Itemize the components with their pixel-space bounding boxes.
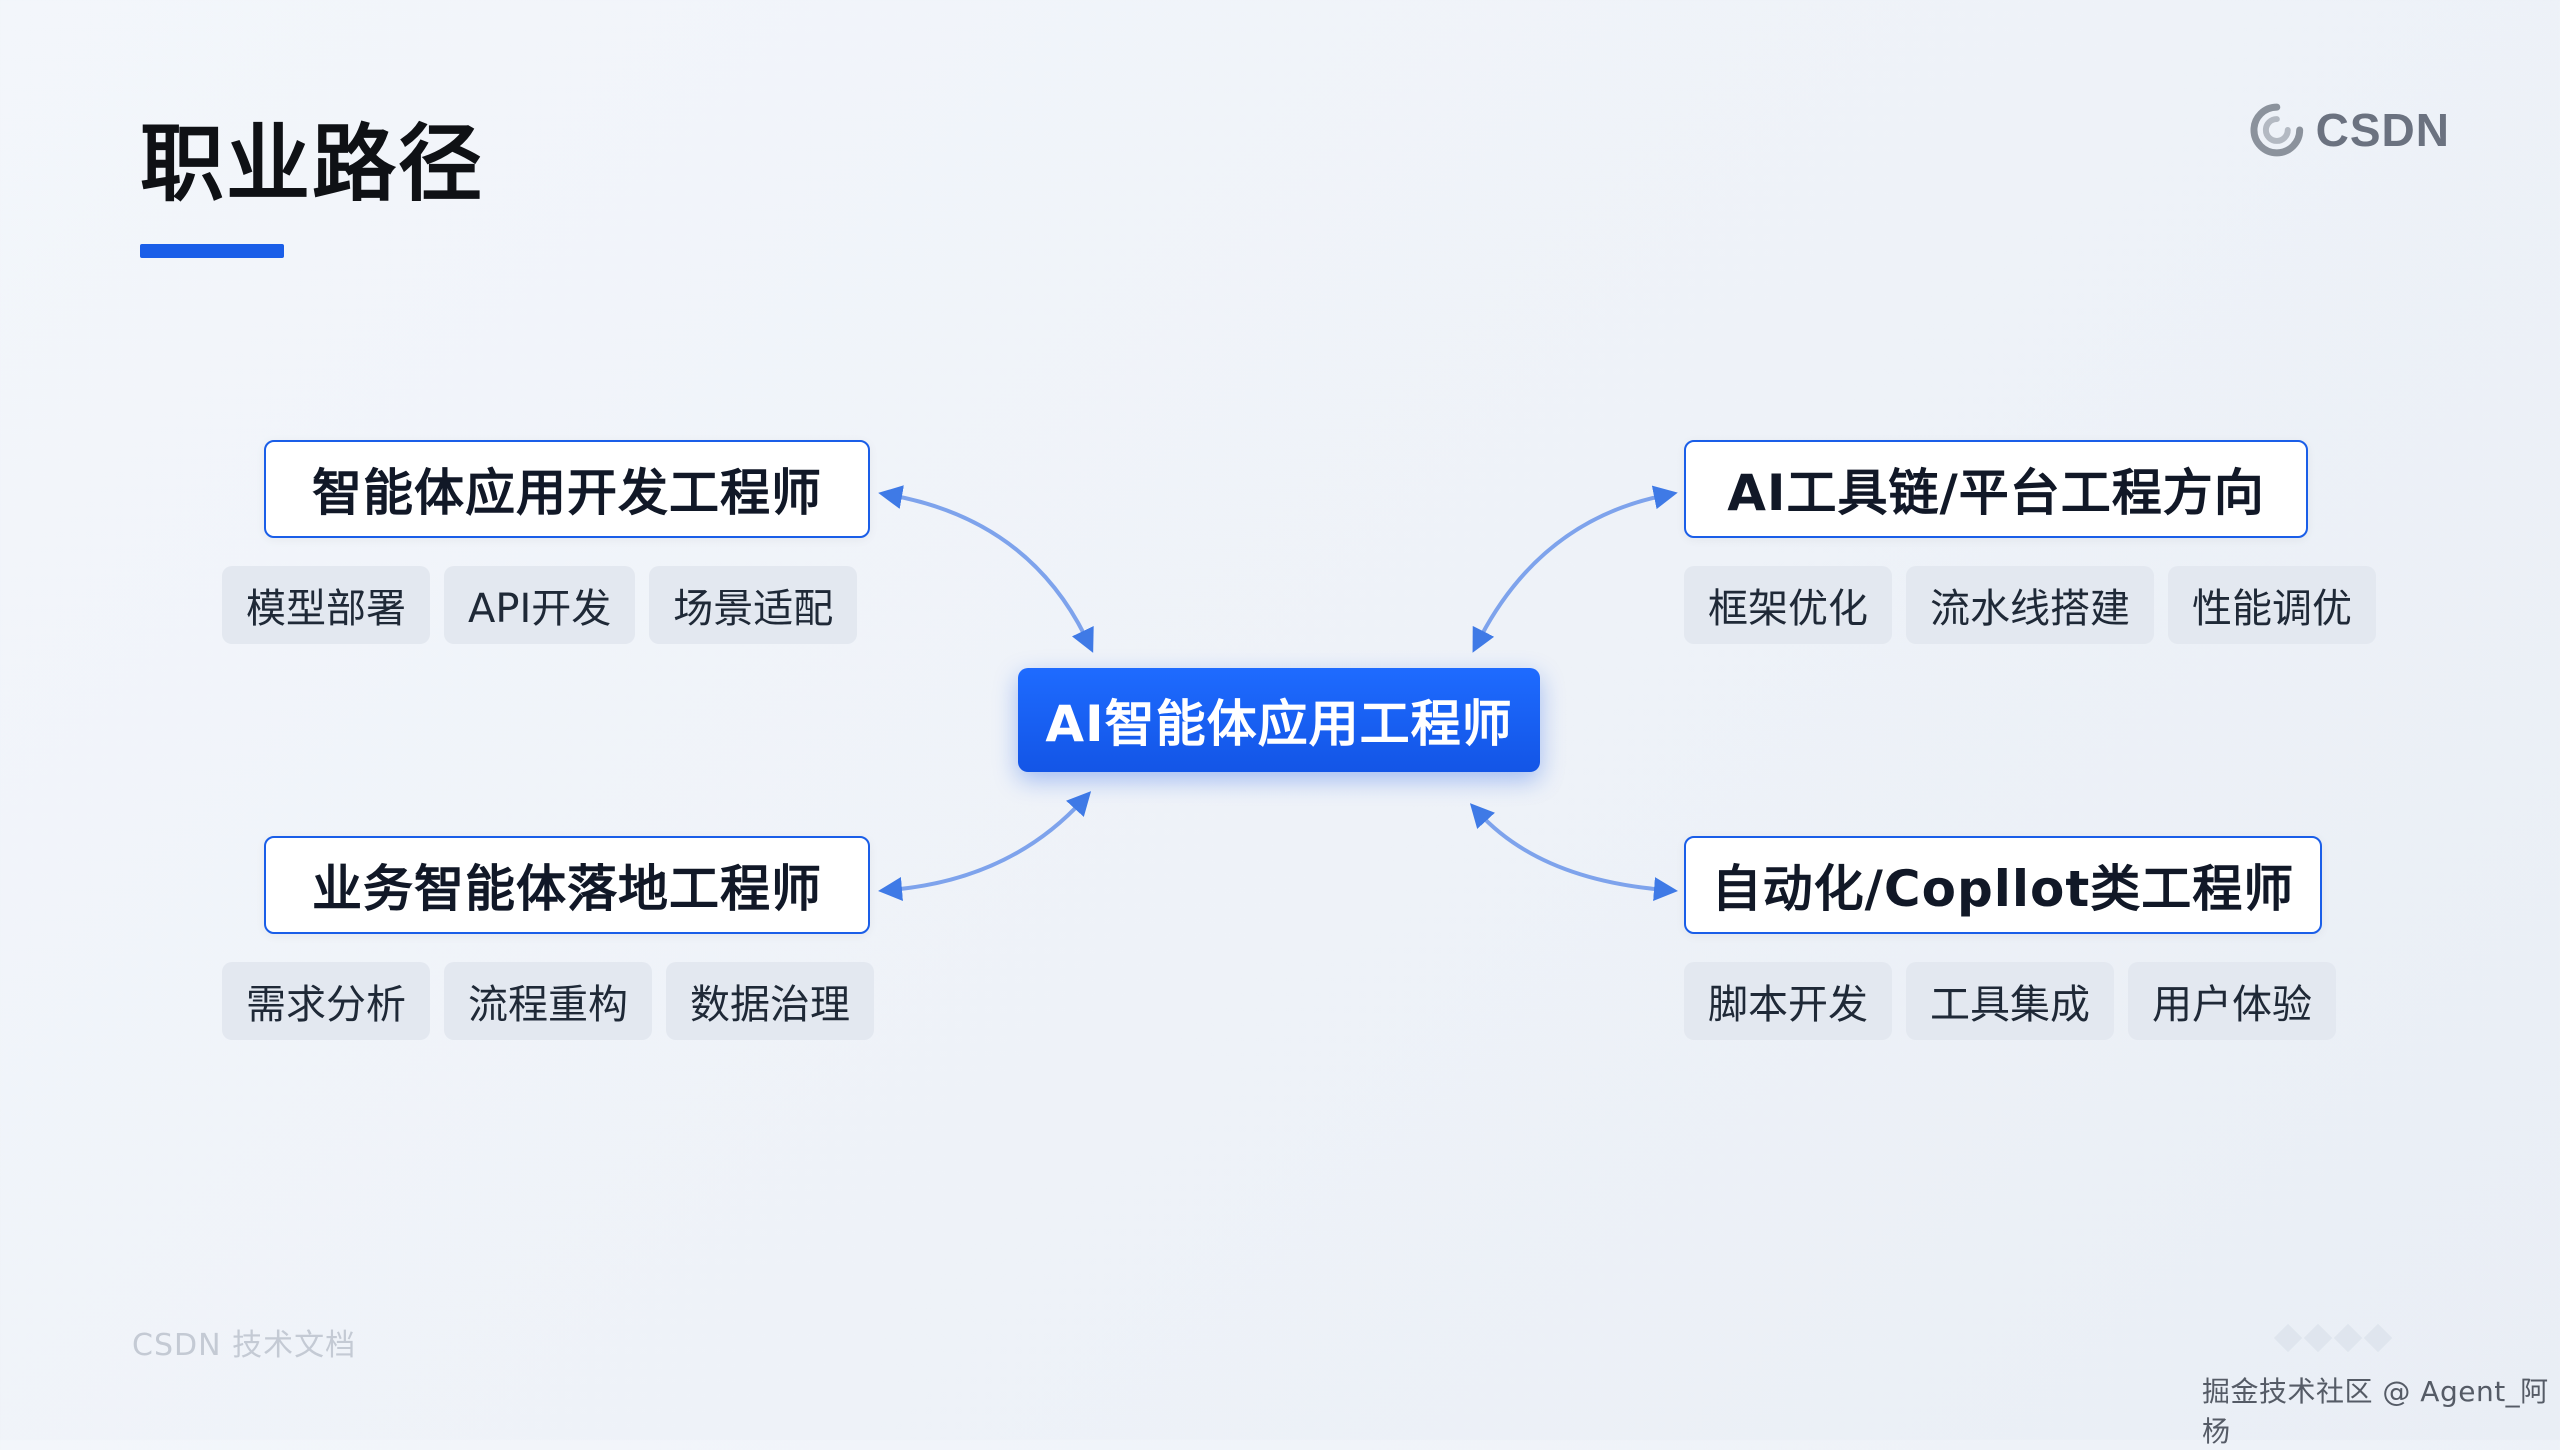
tag-item: API开发 [444,566,636,644]
tag-item: 脚本开发 [1684,962,1892,1040]
page-title: 职业路径 [140,115,485,213]
diamond-decor-icon [2303,1323,2333,1353]
tag-item: 需求分析 [222,962,430,1040]
csdn-logo-text: CSDN [2315,104,2450,156]
role-node-toolchain-platform: AI工具链/平台工程方向 [1684,440,2308,538]
tag-item: 数据治理 [666,962,874,1040]
role-node-automation-copilot: 自动化/Copllot类工程师 [1684,836,2322,934]
tag-row-business-agent: 需求分析 流程重构 数据治理 [222,962,874,1040]
title-underline [140,244,284,258]
tag-item: 场景适配 [649,566,858,644]
tag-item: 工具集成 [1906,962,2114,1040]
role-node-business-agent: 业务智能体落地工程师 [264,836,870,934]
arrow-to-bottom-right [1469,803,1678,902]
center-node: AI智能体应用工程师 [1018,668,1540,772]
tag-item: 性能调优 [2168,566,2376,644]
tag-item: 流水线搭建 [1906,566,2154,644]
tag-row-toolchain-platform: 框架优化 流水线搭建 性能调优 [1684,566,2376,644]
csdn-logo-icon [2250,103,2304,157]
tag-item: 框架优化 [1684,566,1892,644]
tag-item: 用户体验 [2128,962,2336,1040]
diamond-decor-icon [2333,1323,2363,1353]
tag-row-automation-copilot: 脚本开发 工具集成 用户体验 [1684,962,2336,1040]
tag-item: 模型部署 [222,566,430,644]
tag-item: 流程重构 [444,962,652,1040]
arrow-to-top-right [1472,485,1678,653]
tag-row-agent-app-dev: 模型部署 API开发 场景适配 [222,566,858,644]
credit-text: 掘金技术社区 @ Agent_阿杨 [2202,1375,2549,1448]
role-node-agent-app-dev: 智能体应用开发工程师 [264,440,870,538]
bottom-watermark: CSDN 技术文档 [132,1328,357,1363]
arrow-to-bottom-left [878,791,1092,901]
decor-diamonds [2273,1323,2393,1353]
diamond-decor-icon [2363,1323,2393,1353]
csdn-logo: CSDN [2250,100,2450,160]
arrow-to-top-left [878,485,1094,653]
diamond-decor-icon [2273,1323,2303,1353]
